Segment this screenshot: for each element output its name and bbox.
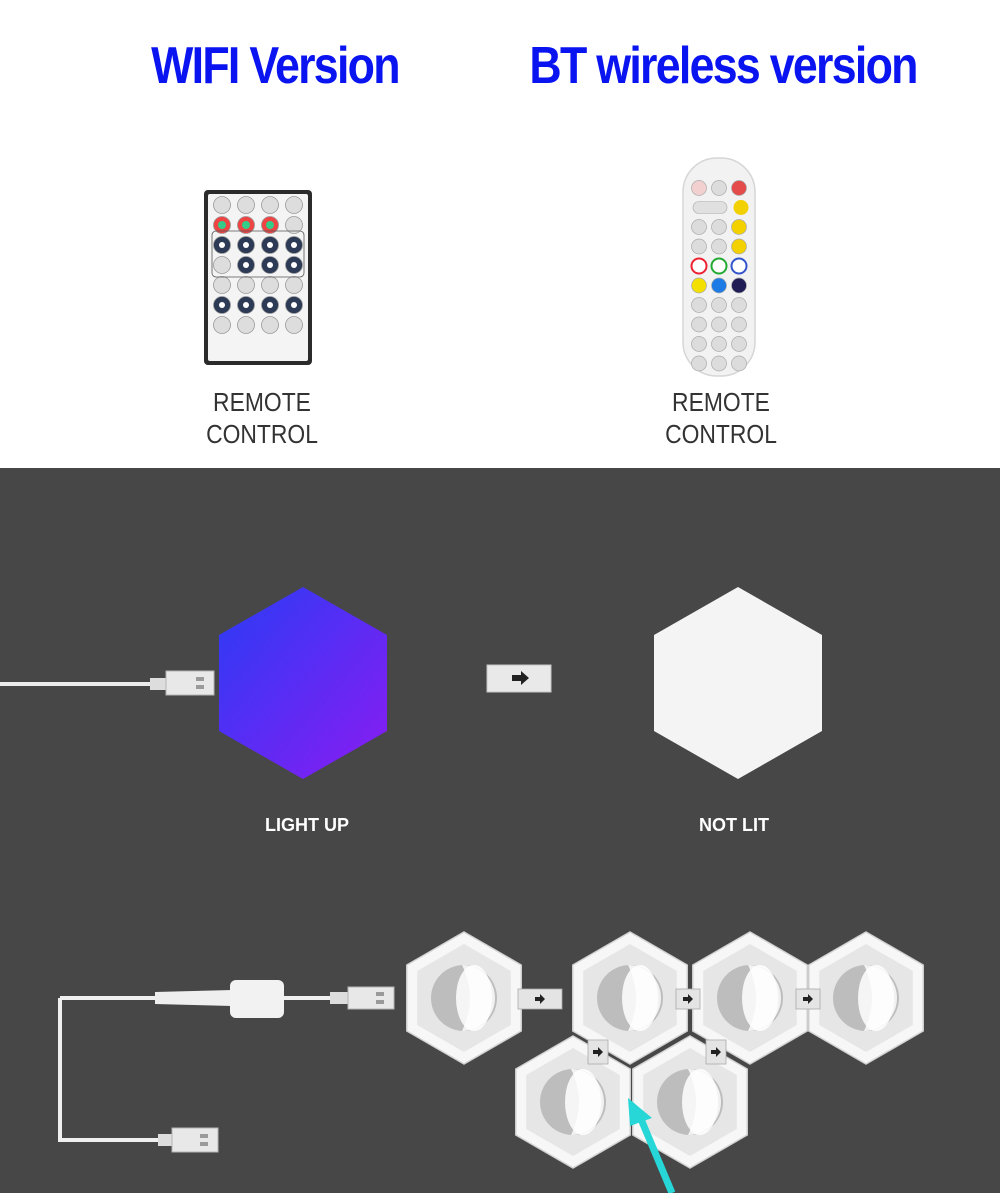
wifi-remote-button (285, 276, 303, 294)
bt-remote-button (691, 180, 707, 196)
bt-remote-button (690, 257, 708, 275)
wifi-remote-button (285, 216, 303, 234)
light-up-label: LIGHT UP (265, 815, 349, 835)
bt-remote-button (731, 180, 747, 196)
bt-remote-button (691, 238, 707, 255)
not-lit-label: NOT LIT (699, 815, 769, 835)
bt-remote-button (691, 316, 707, 333)
bt-remote-button (711, 180, 727, 196)
wifi-remote-button (213, 256, 231, 274)
bt-remote-button (691, 277, 707, 294)
wifi-remote-button (261, 196, 279, 214)
bt-remote-button (711, 219, 727, 235)
wifi-remote-button (237, 276, 255, 294)
wifi-remote-button (237, 316, 255, 334)
bt-remote-button (711, 238, 727, 255)
remote-controls (204, 157, 756, 377)
wifi-remote-button (213, 196, 231, 214)
bt-version-title: BT wireless version (529, 37, 918, 95)
wifi-remote-button (261, 276, 279, 294)
bt-remote-button (733, 200, 749, 215)
bt-remote-button (711, 355, 727, 372)
wifi-remote-image (204, 190, 312, 365)
bt-remote-button (731, 336, 747, 352)
lighting-demo-section (0, 468, 1000, 1193)
bt-remote-button (691, 336, 707, 352)
bt-remote-button (691, 297, 707, 313)
bt-remote-button (691, 219, 707, 235)
bt-remote-button (731, 355, 747, 372)
wifi-remote-label: REMOTE CONTROL (206, 387, 318, 449)
bt-remote-button (731, 316, 747, 333)
bt-remote-button (731, 297, 747, 313)
bt-remote-button (692, 201, 728, 214)
wifi-remote-button (213, 276, 231, 294)
bt-remote-button (731, 277, 747, 294)
wifi-remote-button (285, 316, 303, 334)
bt-remote-button (710, 257, 728, 275)
wifi-remote-button (237, 196, 255, 214)
bt-remote-button (731, 219, 747, 235)
bt-remote-button (691, 355, 707, 372)
bt-remote-button (711, 277, 727, 294)
bt-remote-button (711, 297, 727, 313)
bt-remote-label: REMOTE CONTROL (665, 387, 777, 449)
bt-remote-image (682, 157, 756, 377)
bt-remote-button (711, 336, 727, 352)
bt-remote-button (731, 238, 747, 255)
wifi-remote-button (285, 196, 303, 214)
wifi-remote-button (213, 316, 231, 334)
wifi-version-title: WIFI Version (151, 37, 400, 95)
bt-remote-button (730, 257, 748, 275)
wifi-remote-button (261, 316, 279, 334)
remotes-section (0, 0, 1000, 468)
bt-remote-button (711, 316, 727, 333)
